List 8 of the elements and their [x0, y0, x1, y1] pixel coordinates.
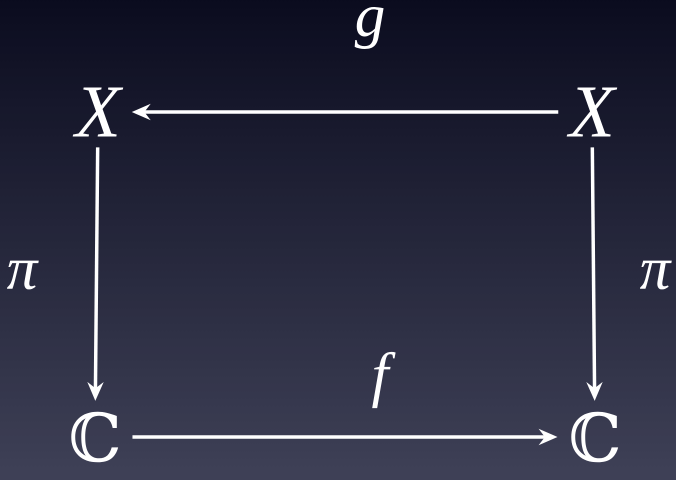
edge-label: f — [372, 352, 396, 408]
math-symbol: X — [566, 88, 618, 136]
edge-label: π — [6, 260, 39, 290]
edge-label: π — [640, 260, 672, 290]
math-symbol: ℂ — [71, 412, 118, 462]
math-symbol: ℂ — [571, 412, 618, 462]
math-symbol: X — [72, 88, 124, 136]
edge-label: g — [354, 7, 384, 49]
